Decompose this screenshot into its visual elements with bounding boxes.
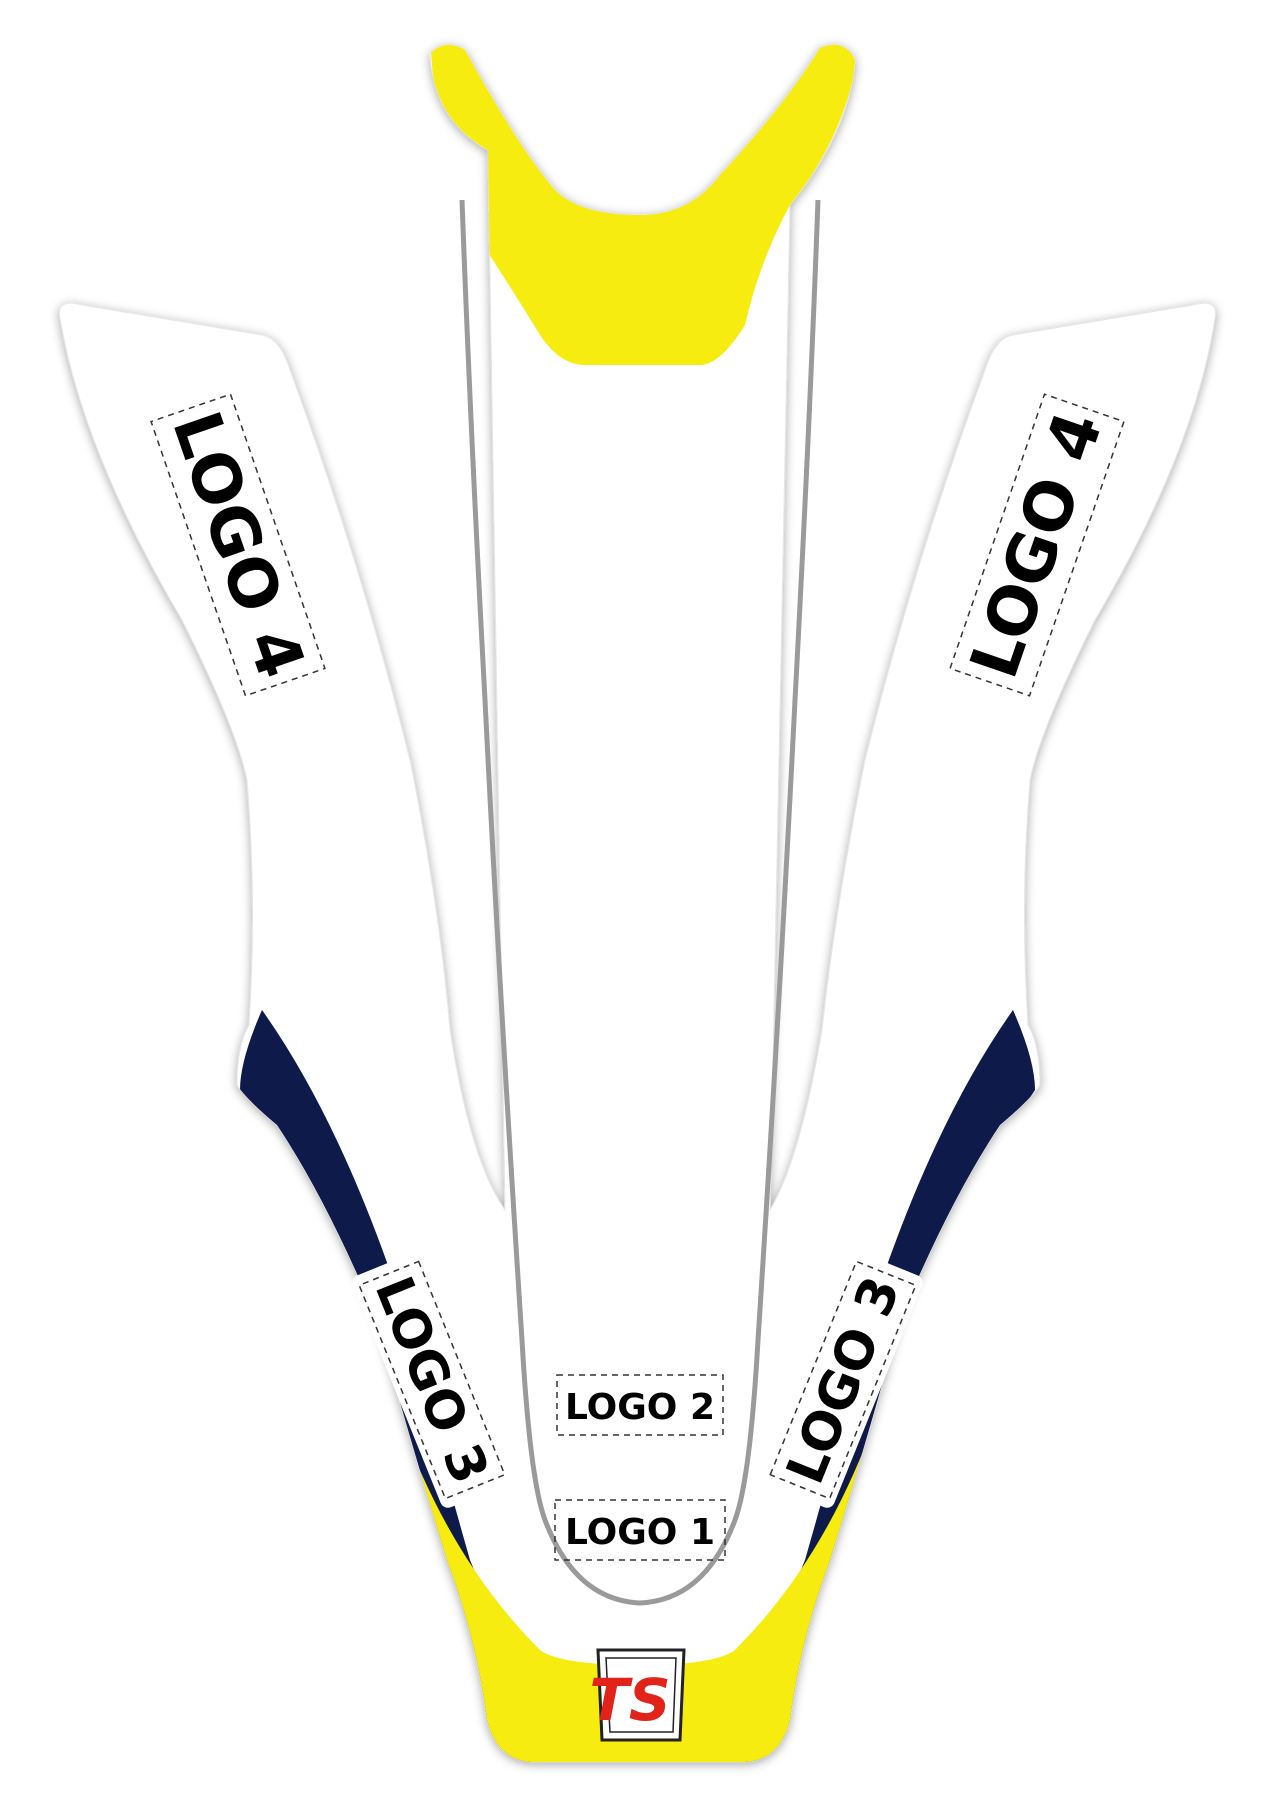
logo2-label: LOGO 2: [565, 1387, 715, 1428]
logo2-dashed-box: [556, 1374, 724, 1436]
logo1-dashed-box: [554, 1499, 726, 1561]
logo3-left-dashed-box: [358, 1260, 506, 1500]
logo4-right-dashed-box: [949, 393, 1125, 697]
logo2-slot: LOGO 2: [556, 1374, 724, 1436]
logo4-left-dashed-box: [150, 393, 326, 697]
ts-brand-logo: TS: [589, 1648, 686, 1742]
logo1-slot: LOGO 1: [554, 1499, 726, 1561]
center-panel-outline: [459, 199, 821, 1606]
ts-badge-inner: [605, 1657, 677, 1733]
logo3-right-backing: [763, 1252, 923, 1508]
ts-letter-t: TS: [589, 1666, 670, 1734]
yellow-top-fork: [430, 44, 860, 365]
logo1-label: LOGO 1: [565, 1512, 715, 1553]
logo3-left-backing: [352, 1252, 512, 1508]
